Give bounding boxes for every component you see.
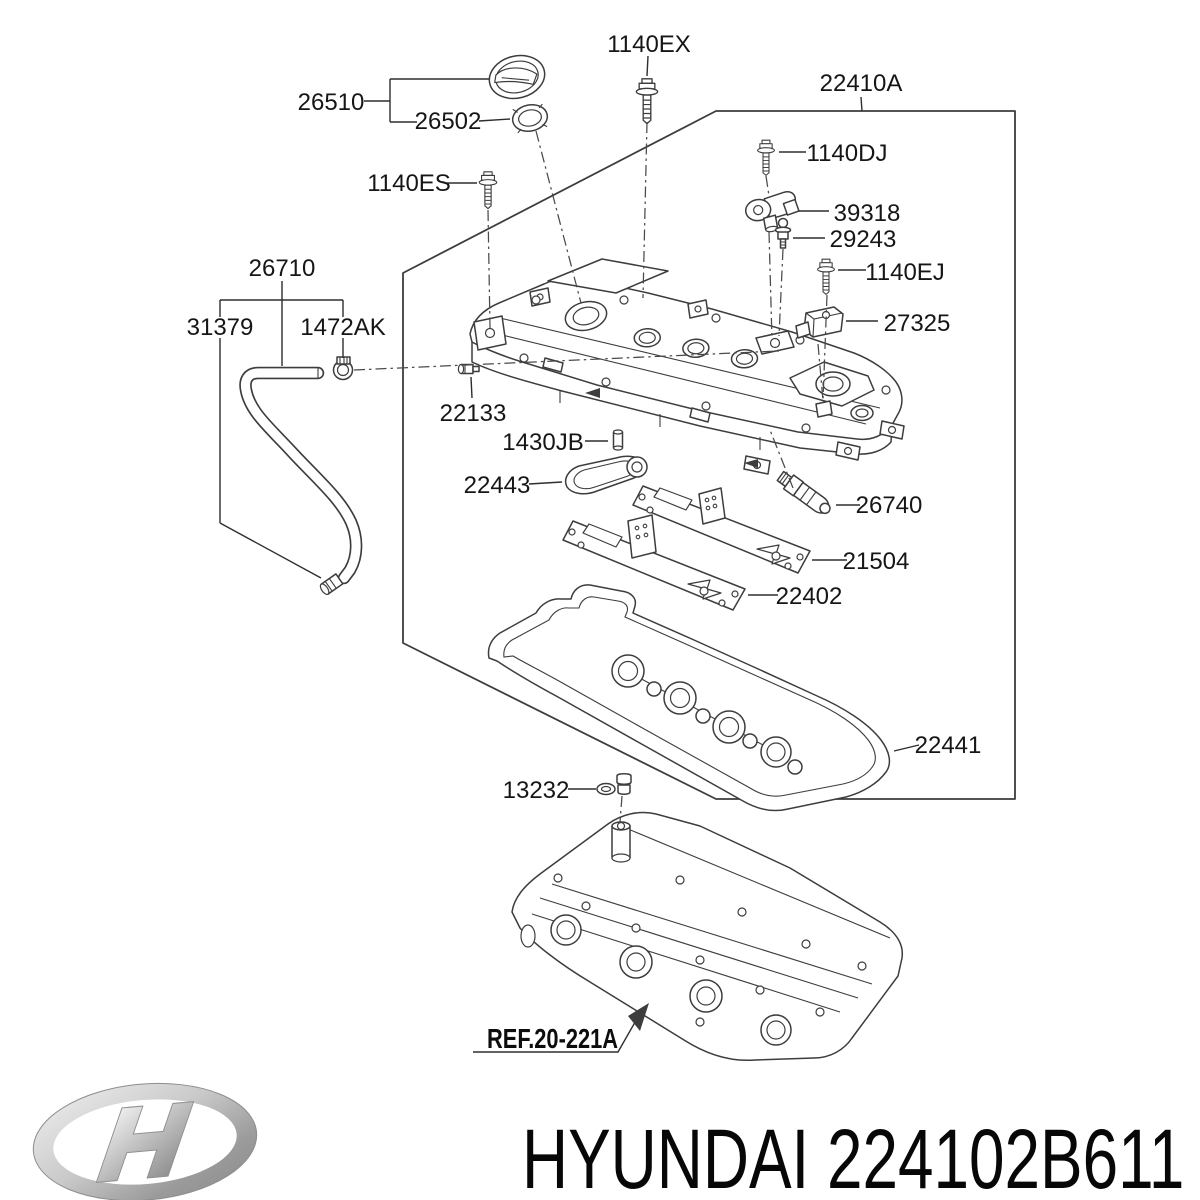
cap-seal — [511, 103, 549, 134]
footer-brand-text: HYUNDAI — [522, 1111, 809, 1200]
cylinder-head — [511, 811, 904, 1062]
baffle-plate-22402 — [562, 514, 746, 611]
label-29243: 29243 — [830, 226, 897, 253]
plug-1430jb — [612, 429, 624, 451]
molded-arrow-icon — [744, 459, 758, 468]
label-22402: 22402 — [776, 583, 843, 610]
assembly-centerlines — [353, 121, 828, 823]
label-21504: 21504 — [843, 548, 910, 575]
bolt-1140es — [478, 171, 498, 210]
label-1140ex: 1140EX — [607, 31, 691, 58]
bolt-1140dj — [757, 139, 775, 176]
stud-13232 — [596, 773, 632, 796]
hyundai-logo-icon — [32, 1082, 258, 1200]
label-1140es: 1140ES — [367, 170, 451, 197]
footer-part-number: 224102B611 — [827, 1111, 1184, 1200]
valve-cover — [469, 258, 905, 475]
label-1430jb: 1430JB — [502, 429, 583, 456]
hose-clamp-1472ak — [332, 356, 354, 381]
label-26710: 26710 — [249, 255, 316, 282]
label-39318: 39318 — [834, 200, 901, 227]
label-26740: 26740 — [856, 492, 923, 519]
assembly-box — [402, 110, 1016, 800]
label-ref-20-221a: REF.20-221A — [487, 1023, 618, 1054]
cover-gasket-22441 — [487, 584, 891, 812]
label-22410a: 22410A — [820, 70, 903, 97]
label-22443: 22443 — [464, 472, 531, 499]
baffle-plate-21504 — [632, 485, 811, 574]
gasket-22443 — [564, 455, 648, 495]
ref-arrow-icon — [628, 1003, 649, 1031]
camshaft-sensor — [744, 191, 800, 233]
label-1472ak: 1472AK — [300, 314, 385, 341]
label-31379: 31379 — [187, 314, 254, 341]
bolt-1140ex — [635, 78, 659, 125]
oil-control-sensor — [795, 306, 844, 339]
label-26510: 26510 — [298, 89, 365, 116]
label-27325: 27325 — [884, 310, 951, 337]
label-13232: 13232 — [503, 777, 570, 804]
molded-arrow-icon — [585, 388, 600, 398]
breather-hose — [239, 366, 363, 585]
hose-end-clamp — [319, 573, 344, 595]
label-22441: 22441 — [915, 732, 982, 759]
bolt-1140ej — [817, 258, 835, 295]
fitting-22133 — [457, 363, 480, 375]
oil-sensor — [776, 470, 831, 515]
label-22133: 22133 — [440, 400, 507, 427]
label-1140ej: 1140EJ — [865, 259, 945, 286]
vent-valve — [774, 217, 792, 249]
oil-filler-cap — [488, 54, 546, 100]
leader-lines — [219, 55, 920, 1053]
label-26502: 26502 — [415, 108, 482, 135]
label-1140dj: 1140DJ — [807, 140, 888, 167]
